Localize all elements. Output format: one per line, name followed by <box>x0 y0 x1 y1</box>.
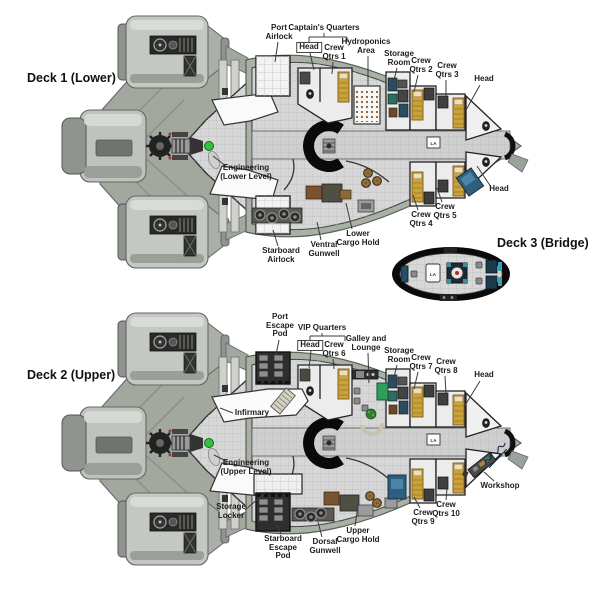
lower-cargo-items <box>251 168 382 224</box>
pilot-chair <box>446 262 468 284</box>
artist-signature <box>485 442 508 469</box>
lift-hatch-label: LA <box>431 438 438 443</box>
workshop-area <box>462 448 503 489</box>
deck2-plan: LA <box>62 313 528 565</box>
lift-hatch-label: LA <box>431 141 438 146</box>
port-escape-pod <box>255 351 291 385</box>
upper-cargo-items <box>291 474 407 523</box>
deck1-plan: LA <box>62 16 528 268</box>
deck3-bridge-plan: LA <box>392 247 510 301</box>
starboard-escape-pod <box>255 492 291 532</box>
lift-hatch-label: LA <box>430 272 437 277</box>
infirmary-gurney <box>270 387 296 415</box>
